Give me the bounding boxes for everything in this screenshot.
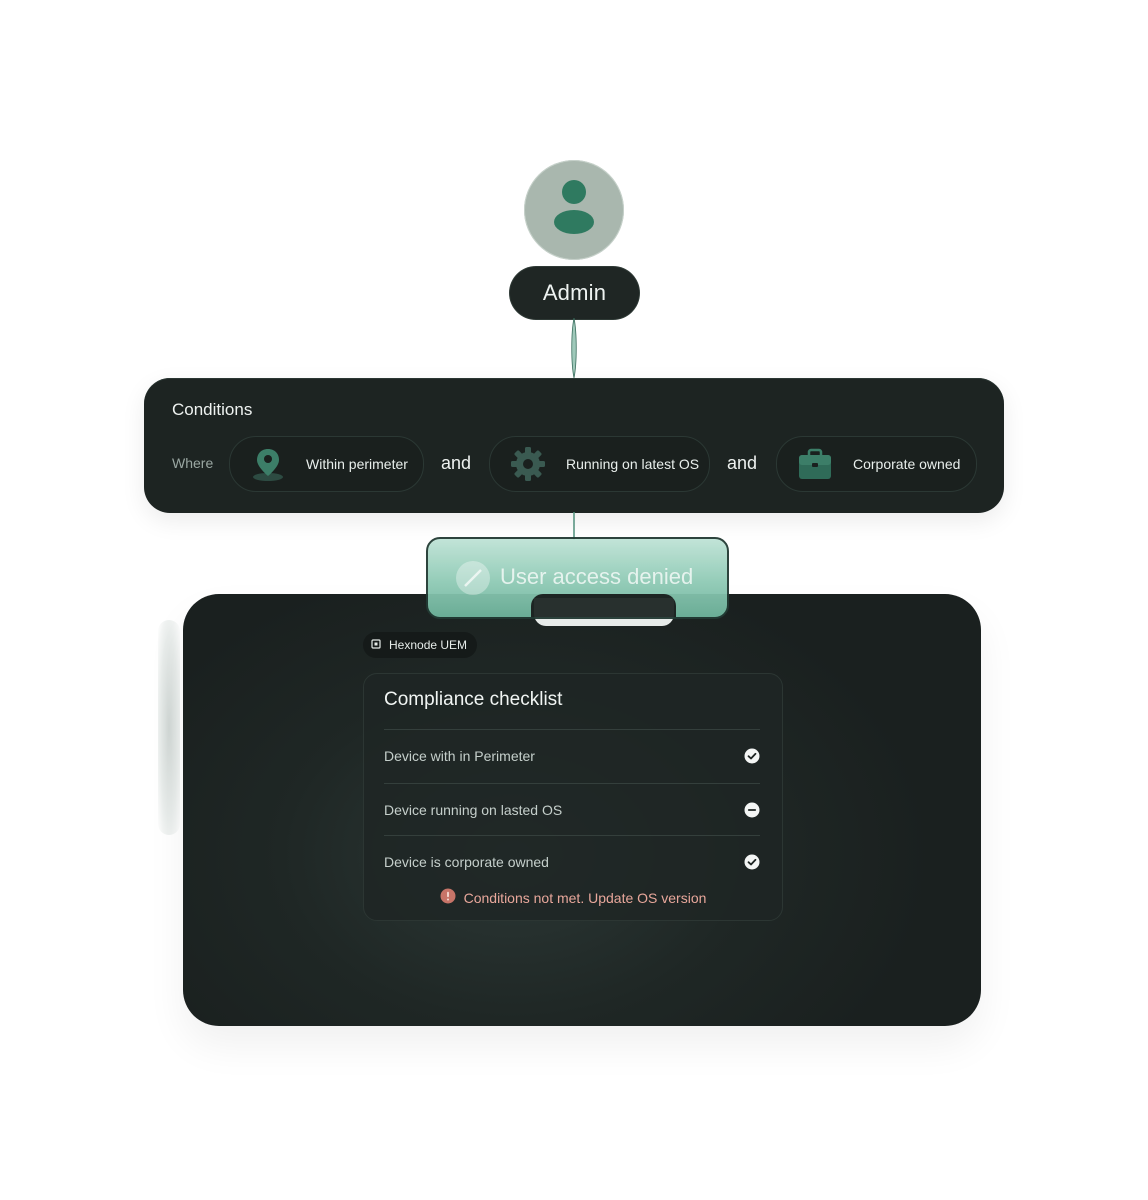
hexnode-logo-icon: [371, 638, 381, 652]
alert-icon: [440, 888, 456, 907]
user-icon: [554, 180, 594, 234]
decorative-notch: [531, 594, 676, 617]
product-badge: Hexnode UEM: [363, 632, 478, 658]
compliance-checklist: Compliance checklist Device with in Peri…: [363, 673, 783, 921]
and-joiner: and: [441, 453, 472, 473]
where-label: Where: [172, 455, 214, 471]
condition-chip-latest-os[interactable]: Running on latest OS: [489, 436, 710, 492]
access-status-text: User access denied: [500, 564, 694, 589]
condition-label: Corporate owned: [853, 456, 961, 472]
condition-label: Within perimeter: [306, 456, 408, 472]
connector-line: [571, 318, 577, 378]
check-circle-icon: [744, 748, 760, 764]
compliance-warning: Conditions not met. Update OS version: [364, 888, 782, 907]
checklist-row: Device is corporate owned: [384, 835, 760, 888]
gear-icon: [508, 444, 548, 484]
checklist-row: Device with in Perimeter: [384, 729, 760, 782]
conditions-title: Conditions: [172, 400, 253, 419]
blocked-icon: [456, 561, 490, 595]
checklist-title: Compliance checklist: [384, 689, 563, 710]
condition-chip-corporate[interactable]: Corporate owned: [776, 436, 977, 492]
product-name: Hexnode UEM: [389, 638, 468, 652]
checklist-row-label: Device with in Perimeter: [384, 748, 535, 764]
decorative-glow: [158, 620, 180, 835]
checklist-row-label: Device running on lasted OS: [384, 802, 563, 818]
access-denied-banner: User access denied: [426, 537, 729, 619]
minus-circle-icon: [744, 802, 760, 818]
condition-label: Running on latest OS: [566, 456, 700, 472]
user-avatar: [524, 160, 624, 260]
conditions-panel: Conditions Where Within perimeter and: [144, 378, 1004, 513]
briefcase-icon: [795, 444, 835, 484]
condition-chip-perimeter[interactable]: Within perimeter: [229, 436, 424, 492]
connector-line: [573, 512, 575, 540]
warning-text: Conditions not met. Update OS version: [463, 889, 707, 906]
location-pin-icon: [248, 444, 288, 484]
and-joiner: and: [727, 453, 758, 473]
checklist-row-label: Device is corporate owned: [384, 854, 549, 870]
check-circle-icon: [744, 854, 760, 870]
admin-role-label: Admin: [510, 267, 639, 319]
checklist-row: Device running on lasted OS: [384, 783, 760, 836]
